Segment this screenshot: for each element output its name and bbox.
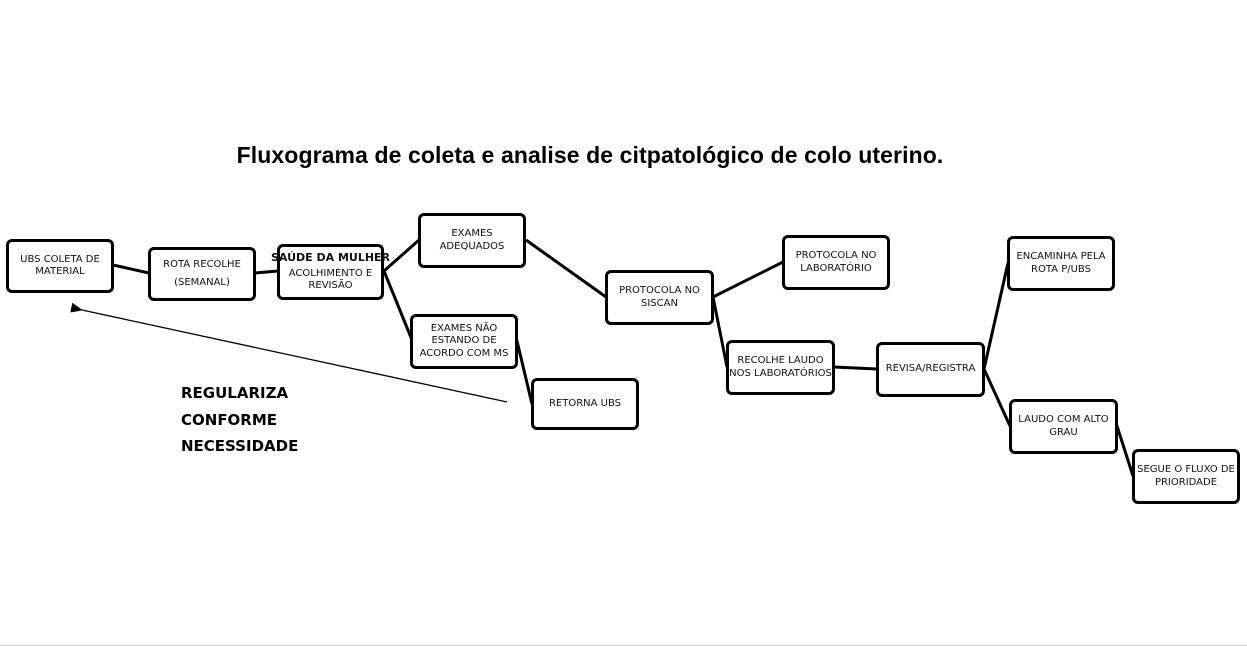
edge-saude-nao <box>382 270 414 341</box>
return-arrow <box>70 302 508 403</box>
edge-nao-retorna <box>515 340 534 405</box>
edge-siscan-protocola-lab <box>712 260 784 299</box>
edge-saude-adequados <box>383 238 420 273</box>
annotation-line: NECESSIDADE <box>181 437 299 455</box>
edge-revisa-encaminha <box>982 262 1010 370</box>
node-line: (SEMANAL) <box>174 277 230 288</box>
node-line: LABORATÓRIO <box>800 262 872 274</box>
edge-siscan-recolhe <box>711 296 729 368</box>
node-protocola-laboratorio: PROTOCOLA NO LABORATÓRIO <box>782 235 890 290</box>
node-recolhe-laudo: RECOLHE LAUDO NOS LABORATÓRIOS <box>726 340 835 395</box>
node-line: PRIORIDADE <box>1154 476 1218 488</box>
node-protocola-siscan: PROTOCOLA NO SISCAN <box>605 270 714 325</box>
edge-revisa-laudo <box>982 368 1012 427</box>
node-heading: SAÚDE DA MULHER <box>270 251 391 265</box>
annotation-line: REGULARIZA <box>181 384 289 402</box>
node-line: EXAMES <box>451 228 493 239</box>
node-line: RETORNA UBS <box>548 397 622 409</box>
edge-laudo-segue <box>1115 425 1135 477</box>
node-line: ROTA P/UBS <box>1031 263 1091 275</box>
node-retorna-ubs: RETORNA UBS <box>531 378 639 430</box>
page-title: Fluxograma de coleta e analise de citpat… <box>236 142 944 168</box>
node-line: REVISA/REGISTRA <box>885 363 976 375</box>
node-exames-adequados: EXAMES ADEQUADOS <box>418 213 526 268</box>
node-saude-da-mulher: SAÚDE DA MULHER ACOLHIMENTO E REVISÃO <box>271 244 390 300</box>
node-line: SISCAN <box>641 297 678 309</box>
edge-ubs-rota <box>112 263 150 275</box>
node-line: NOS LABORATÓRIOS <box>729 367 832 379</box>
node-laudo-alto-grau: LAUDO COM ALTO GRAU <box>1009 399 1118 454</box>
node-line: UBS COLETA DE <box>20 253 100 265</box>
node-line: ESTANDO DE <box>431 335 497 347</box>
annotation-line: CONFORME <box>181 410 278 429</box>
node-line: REVISÃO <box>308 280 353 292</box>
node-line: EXAMES NÃO <box>430 322 498 334</box>
edge-recolhe-revisa <box>833 365 878 371</box>
node-segue-fluxo-prioridade: SEGUE O FLUXO DE PRIORIDADE <box>1132 449 1240 504</box>
edge-adequados-siscan <box>525 238 607 299</box>
node-exames-nao-conformes: EXAMES NÃO ESTANDO DE ACORDO COM MS <box>410 314 518 369</box>
node-line: PROTOCOLA NO <box>619 285 700 296</box>
node-line: ENCAMINHA PELA <box>1016 251 1106 262</box>
edge-rota-saude <box>254 269 279 275</box>
node-revisa-registra: REVISA/REGISTRA <box>876 342 985 397</box>
node-line: MATERIAL <box>35 266 85 277</box>
node-line: GRAU <box>1049 426 1078 438</box>
node-line: ACORDO COM MS <box>419 347 509 359</box>
node-ubs-coleta: UBS COLETA DE MATERIAL <box>6 239 114 293</box>
node-line: ADEQUADOS <box>439 240 505 252</box>
node-line: RECOLHE LAUDO <box>737 355 824 366</box>
node-line: ROTA RECOLHE <box>163 258 241 270</box>
node-rota-recolhe: ROTA RECOLHE (SEMANAL) <box>148 247 256 301</box>
node-line: LAUDO COM ALTO <box>1018 414 1109 425</box>
node-line: PROTOCOLA NO <box>795 250 877 261</box>
bottom-divider <box>0 645 1247 646</box>
node-encaminha-ubs: ENCAMINHA PELA ROTA P/UBS <box>1007 236 1115 291</box>
return-annotation: REGULARIZA CONFORME NECESSIDADE <box>181 380 298 460</box>
node-line: SEGUE O FLUXO DE <box>1137 464 1235 475</box>
node-line: ACOLHIMENTO E <box>288 267 373 279</box>
